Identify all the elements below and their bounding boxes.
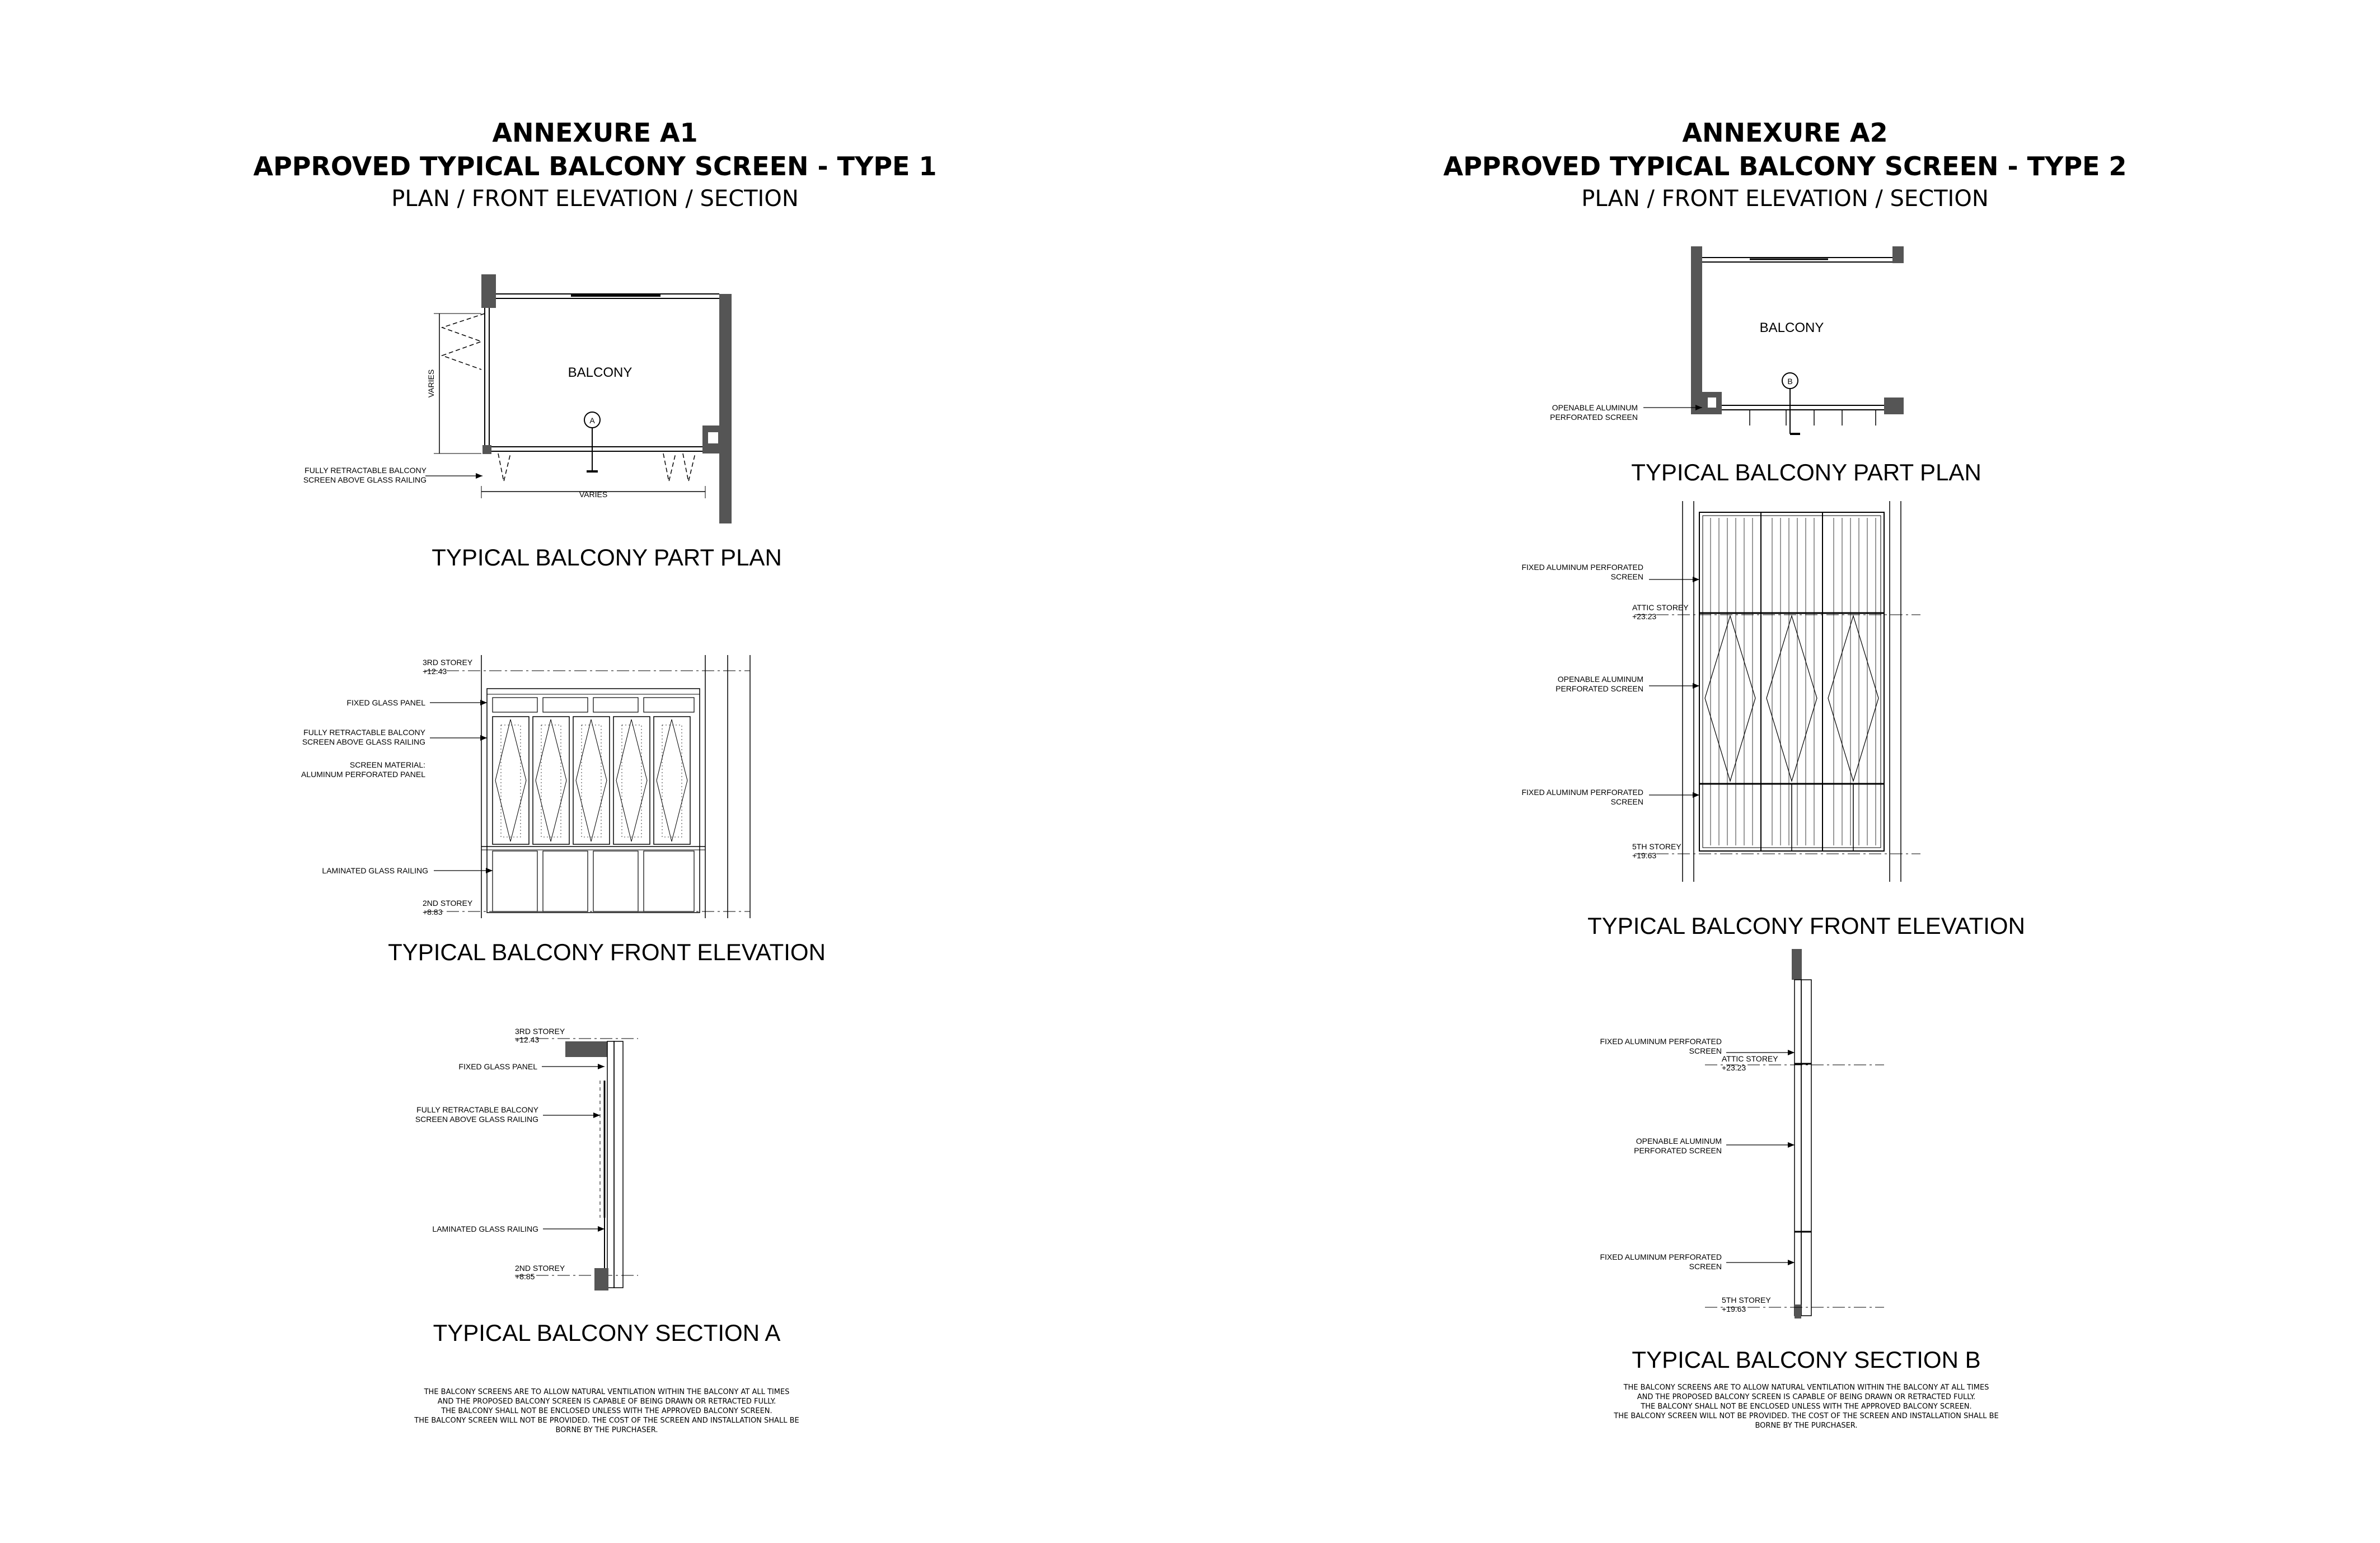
a2-sect-callout-fixed-top-2: SCREEN — [1689, 1046, 1722, 1055]
a1-sect-callout-screen-1: FULLY RETRACTABLE BALCONY — [416, 1105, 539, 1114]
a2-elev-callout-fixed-bottom-2: SCREEN — [1611, 797, 1643, 806]
a2-heading: ANNEXURE A2 — [1682, 118, 1888, 148]
a2-elevation-drawing — [1635, 501, 1920, 882]
a2-elev-callout-openable-2: PERFORATED SCREEN — [1556, 684, 1643, 693]
a1-sect-level-top-name: 3RD STOREY — [515, 1027, 565, 1036]
a2-note: THE BALCONY SCREENS ARE TO ALLOW NATURAL… — [1614, 1383, 1999, 1430]
a1-plan-dim-horizontal: VARIES — [579, 490, 607, 499]
a2-title: APPROVED TYPICAL BALCONY SCREEN - TYPE 2 — [1443, 151, 2127, 181]
annexure-a2-sheet: ANNEXURE A2 APPROVED TYPICAL BALCONY SCR… — [1190, 0, 2380, 1543]
a2-plan-wall-left — [1691, 246, 1702, 414]
a2-elevation-caption: TYPICAL BALCONY FRONT ELEVATION — [1587, 913, 2025, 939]
a2-elev-level-bottom-value: +19.63 — [1632, 851, 1656, 860]
a1-drawing-canvas: BALCONY A VARIES VARIES FULLY RETRACTABL… — [301, 274, 826, 1346]
a2-plan-column-right — [1892, 246, 1904, 263]
a1-section-slab-top — [565, 1041, 607, 1057]
a1-heading: ANNEXURE A1 — [492, 118, 698, 148]
a2-elev-callout-fixed-top-1: FIXED ALUMINUM PERFORATED — [1521, 563, 1643, 572]
a1-elev-callout-material-2: ALUMINUM PERFORATED PANEL — [301, 770, 425, 779]
a1-section-slab-bottom — [594, 1268, 608, 1290]
a2-sect-level-top-name: ATTIC STOREY — [1722, 1054, 1778, 1063]
a2-sect-level-bottom-name: 5TH STOREY — [1722, 1296, 1771, 1304]
a1-sect-callout-screen-2: SCREEN ABOVE GLASS RAILING — [415, 1115, 538, 1124]
a2-drawing-canvas: BALCONY B OPENABLE ALUMINUM PERFORATED S… — [1521, 246, 2025, 1373]
a2-elev-perforation-hatch — [1710, 518, 1876, 845]
a2-section-caption: TYPICAL BALCONY SECTION B — [1632, 1346, 1980, 1373]
a1-elevation-drawing — [425, 655, 751, 918]
a2-sect-callout-openable-1: OPENABLE ALUMINUM — [1636, 1137, 1722, 1145]
a1-plan-column-left — [481, 274, 496, 308]
a1-note: THE BALCONY SCREENS ARE TO ALLOW NATURAL… — [414, 1388, 799, 1434]
a2-sect-level-bottom-value: +19.63 — [1722, 1304, 1746, 1313]
a2-elev-level-top-name: ATTIC STOREY — [1632, 603, 1689, 612]
a1-plan-drawing — [425, 274, 732, 523]
a2-subtitle: PLAN / FRONT ELEVATION / SECTION — [1581, 186, 1989, 212]
a2-sect-callout-fixed-top-1: FIXED ALUMINUM PERFORATED — [1600, 1037, 1722, 1046]
a2-plan-callout-screen-1: OPENABLE ALUMINUM — [1552, 403, 1638, 412]
a2-sect-callout-fixed-bottom-1: FIXED ALUMINUM PERFORATED — [1600, 1252, 1722, 1261]
a2-plan-callout-screen-2: PERFORATED SCREEN — [1550, 413, 1638, 422]
a2-sect-callout-openable-2: PERFORATED SCREEN — [1634, 1146, 1722, 1155]
a2-sect-level-top-value: +23.23 — [1722, 1063, 1746, 1072]
a1-subtitle: PLAN / FRONT ELEVATION / SECTION — [391, 186, 799, 212]
a1-section-drawing — [515, 1038, 638, 1290]
a1-elev-level-bottom-name: 2ND STOREY — [423, 899, 473, 908]
a2-plan-room-label: BALCONY — [1760, 320, 1824, 335]
a1-sect-level-bottom-name: 2ND STOREY — [515, 1264, 565, 1273]
a1-plan-wall-right — [719, 294, 732, 523]
a2-section-slab-bottom — [1795, 1304, 1801, 1318]
a1-section-caption: TYPICAL BALCONY SECTION A — [433, 1320, 781, 1346]
a2-elev-level-top-value: +23.23 — [1632, 612, 1656, 621]
a1-sect-level-bottom-value: +8.85 — [515, 1272, 535, 1281]
a1-plan-dim-vertical: VARIES — [427, 370, 435, 398]
a1-sect-level-top-value: +12.43 — [515, 1035, 539, 1044]
a1-elev-level-top-name: 3RD STOREY — [423, 658, 473, 667]
a2-sect-callout-fixed-bottom-2: SCREEN — [1689, 1262, 1722, 1271]
a1-sect-callout-railing: LAMINATED GLASS RAILING — [432, 1224, 538, 1233]
a1-title: APPROVED TYPICAL BALCONY SCREEN - TYPE 1 — [253, 151, 937, 181]
a2-plan-caption: TYPICAL BALCONY PART PLAN — [1631, 459, 1981, 485]
a1-plan-caption: TYPICAL BALCONY PART PLAN — [432, 544, 782, 571]
a1-elev-level-top-value: +12.43 — [423, 667, 447, 676]
a1-sect-callout-fixed-glass: FIXED GLASS PANEL — [458, 1062, 537, 1071]
a1-elev-callout-fixed-glass: FIXED GLASS PANEL — [346, 698, 425, 707]
a1-elev-callout-railing: LAMINATED GLASS RAILING — [322, 866, 428, 875]
a1-elev-callout-screen-1: FULLY RETRACTABLE BALCONY — [303, 728, 426, 737]
a2-elev-callout-openable-1: OPENABLE ALUMINUM — [1558, 675, 1643, 684]
a2-plan-column-corner — [1884, 398, 1904, 414]
a2-plan-drawing — [1643, 246, 1904, 435]
a1-plan-callout-screen-2: SCREEN ABOVE GLASS RAILING — [303, 475, 427, 484]
a2-elev-callout-fixed-bottom-1: FIXED ALUMINUM PERFORATED — [1521, 788, 1643, 797]
a2-section-drawing — [1705, 949, 1884, 1318]
a2-plan-section-marker: B — [1787, 377, 1792, 386]
a1-elev-level-bottom-value: +8.83 — [423, 908, 443, 917]
a1-elevation-caption: TYPICAL BALCONY FRONT ELEVATION — [388, 939, 826, 965]
annexure-a1-sheet: ANNEXURE A1 APPROVED TYPICAL BALCONY SCR… — [253, 118, 937, 1434]
a2-elev-callout-fixed-top-2: SCREEN — [1611, 572, 1643, 581]
a1-plan-callout-screen-1: FULLY RETRACTABLE BALCONY — [304, 466, 427, 475]
a1-elev-callout-screen-2: SCREEN ABOVE GLASS RAILING — [302, 737, 425, 746]
a1-elev-callout-material-1: SCREEN MATERIAL: — [350, 760, 425, 769]
a2-section-slab-top — [1792, 949, 1802, 980]
a1-plan-room-label: BALCONY — [568, 365, 633, 380]
a2-elev-level-bottom-name: 5TH STOREY — [1632, 842, 1681, 851]
a1-plan-section-marker: A — [589, 416, 595, 425]
